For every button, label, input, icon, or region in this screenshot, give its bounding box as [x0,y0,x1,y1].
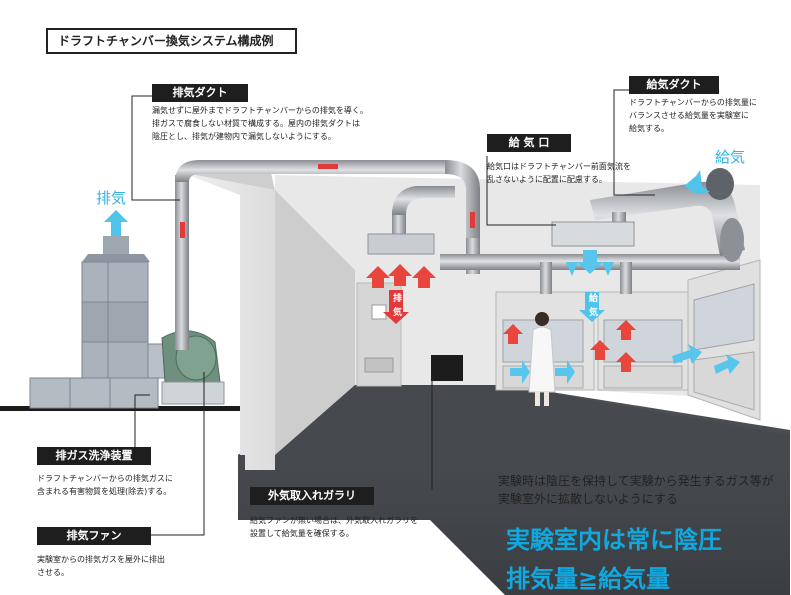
leader-lines [131,89,655,536]
exhaust-down-arrow [383,290,409,324]
outside-louver [431,355,463,381]
diagram-title: ドラフトチャンバー換気システム構成例 [46,28,297,54]
exhaust-duct-desc: 漏気せずに屋外までドラフトチャンバーからの排気を導く。 排ガスで腐食しない材質で… [152,106,368,141]
scrubber-desc: ドラフトチャンバーからの排気ガスに 含まれる有害物質を処理(除去)する。 [37,474,173,496]
exhaust-arrows [366,264,436,288]
hood-drop-1 [540,262,552,294]
room-floor-front [238,383,790,470]
exhaust-air-label: 排気 [96,189,127,207]
supply-vertical-label: 給 気 [588,294,598,318]
negative-pressure-note: 実験時は陰圧を保持して実験から発生するガス等が 実験室外に拡散しないようにする [498,474,774,506]
supply-outlet-desc: 給気口はドラフトチャンバー前面気流を 乱さないように配置に配慮する。 [487,162,631,184]
exhaust-fan-tag: 排気ファン [37,527,151,545]
supply-outlet-tag: 給 気 口 [487,134,571,152]
supply-inlet-arrow [684,170,710,194]
left-wall [180,172,275,470]
hood-intake-arrows [503,320,636,372]
scrubber-tower [29,236,159,409]
door-grille [364,357,394,373]
outside-louver-tag: 外気取入れガラリ [250,487,374,505]
headline-airflow-balance: 排気量≧給気量 [506,565,671,593]
side-wall [275,190,355,455]
supply-air-label: 給気 [715,148,746,166]
outside-louver-desc: 給気ファンが無い場合は、外気取入れガラリを 設置して給気量を確保する。 [250,516,418,538]
exhaust-vertical-label: 排 気 [392,294,402,318]
exhaust-fan-desc: 実験室からの排気ガスを屋外に排出 させる。 [37,555,165,577]
supply-diffuser [551,221,635,247]
exhaust-outlet-arrow [104,210,128,236]
scrubber-tag: 排ガス洗浄装置 [37,447,151,465]
hood-drop-2 [620,262,632,294]
supply-duct-desc: ドラフトチャンバーからの排気量に バランスさせる給気量を実験室に 給気する。 [629,98,757,133]
supply-duct-tag: 給気ダクト [629,76,719,94]
supply-down-arrow [579,292,605,322]
researcher-figure [528,312,556,406]
headline-negative-pressure: 実験室内は常に陰圧 [506,526,722,554]
exhaust-duct-tag: 排気ダクト [152,84,248,102]
supply-arrows [510,250,740,384]
exhaust-grille [367,233,435,255]
